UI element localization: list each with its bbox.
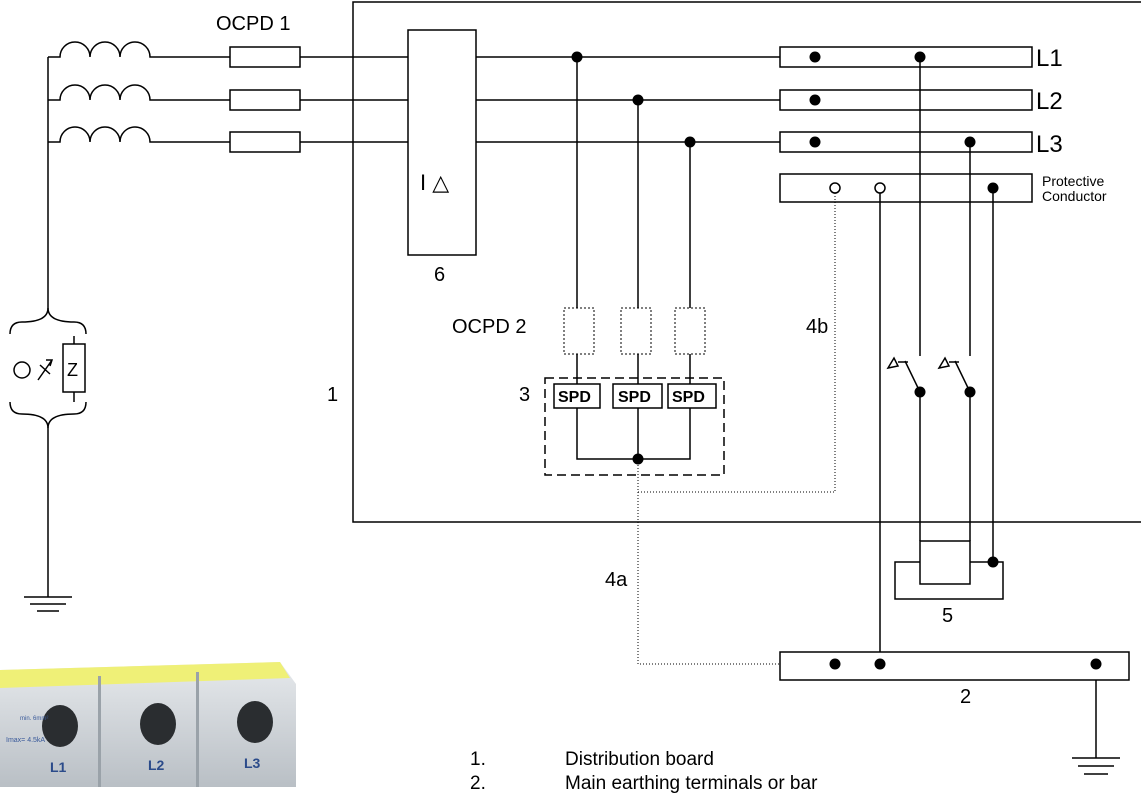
spd-group-number-label: 3	[519, 384, 530, 406]
variable-arrow-icon	[37, 359, 54, 381]
main-earthing-number-label: 2	[960, 686, 971, 708]
spd-2-label: SPD	[618, 389, 651, 406]
distribution-board-outline	[352, 1, 1141, 523]
legend-text: Main earthing terminals or bar	[565, 773, 818, 794]
photo-terminal-hole-l1	[42, 705, 78, 747]
busbar-l2-label: L2	[1036, 88, 1063, 115]
photo-terminal-hole-l3	[237, 701, 273, 743]
load-circuit-lines	[879, 57, 1097, 758]
photo-module-divider-1	[98, 676, 101, 787]
legend-item: 1. Distribution board	[470, 748, 1030, 772]
open-circuit-icon	[13, 361, 31, 379]
switch-l3	[954, 360, 971, 393]
earth-conductors-dotted	[637, 188, 836, 665]
switch-l3-actuator-icon	[937, 356, 959, 370]
switch-l1	[904, 360, 921, 393]
photo-marking-imax: Imax= 4.5kA	[6, 737, 45, 744]
rcd-number-label: 6	[434, 264, 445, 286]
ocpd2-fuses	[563, 307, 706, 355]
busbar-l2	[779, 89, 1033, 111]
open-terminals	[829, 182, 886, 194]
spd-3-label: SPD	[672, 389, 705, 406]
impedance-z-label: Z	[67, 360, 78, 380]
spd-group-dashed-box	[544, 377, 725, 476]
photo-label-l1: L1	[50, 759, 67, 775]
busbar-l1	[779, 46, 1033, 68]
busbar-l1-label: L1	[1036, 45, 1063, 72]
legend-item: 2. Main earthing terminals or bar	[470, 772, 1030, 796]
photo-marking-min: min. 6mm²	[20, 716, 48, 722]
legend-list: 1. Distribution board 2. Main earthing t…	[470, 748, 1030, 796]
ocpd1-label: OCPD 1	[216, 13, 290, 35]
rcd-device	[407, 29, 477, 256]
outgoing-lines	[476, 56, 780, 143]
switch-l1-actuator-icon	[886, 356, 908, 370]
photo-terminal-hole-l2	[140, 703, 176, 745]
ocpd2-label: OCPD 2	[452, 316, 526, 338]
load-number-label: 5	[942, 605, 953, 627]
busbar-l3-label: L3	[1036, 131, 1063, 158]
busbars	[779, 46, 1033, 203]
load-device	[894, 540, 1004, 600]
junction-dots	[571, 51, 1102, 670]
source-earth-symbol	[24, 596, 72, 612]
source-coils	[47, 41, 230, 597]
main-earth-symbol	[1072, 757, 1120, 775]
spd-devices	[553, 383, 717, 409]
photo-label-l2: L2	[148, 757, 165, 773]
protective-conductor-label-1: Protective	[1042, 173, 1104, 189]
legend-text: Distribution board	[565, 749, 714, 770]
photo-module-divider-2	[196, 672, 199, 787]
rcd-symbol: I △	[420, 170, 449, 195]
legend-number: 1.	[470, 749, 486, 770]
distribution-board-number-label: 1	[327, 384, 338, 406]
photo-label-l3: L3	[244, 755, 261, 771]
supply-lines	[300, 56, 408, 143]
spd-product-photo: L1 L2 L3 min. 6mm² Imax= 4.5kA	[0, 648, 300, 787]
conductor-4b	[638, 188, 836, 493]
legend-number: 2.	[470, 773, 486, 794]
ocpd1-fuses	[229, 46, 301, 153]
protective-conductor-label-2: Conductor	[1042, 188, 1107, 204]
conductor-4a	[637, 459, 780, 665]
conductor-4a-label: 4a	[605, 569, 628, 591]
conductor-4b-label: 4b	[806, 316, 828, 338]
spd-1-label: SPD	[558, 389, 591, 406]
impedance-bracket	[9, 307, 87, 429]
switch-contacts	[886, 356, 971, 393]
